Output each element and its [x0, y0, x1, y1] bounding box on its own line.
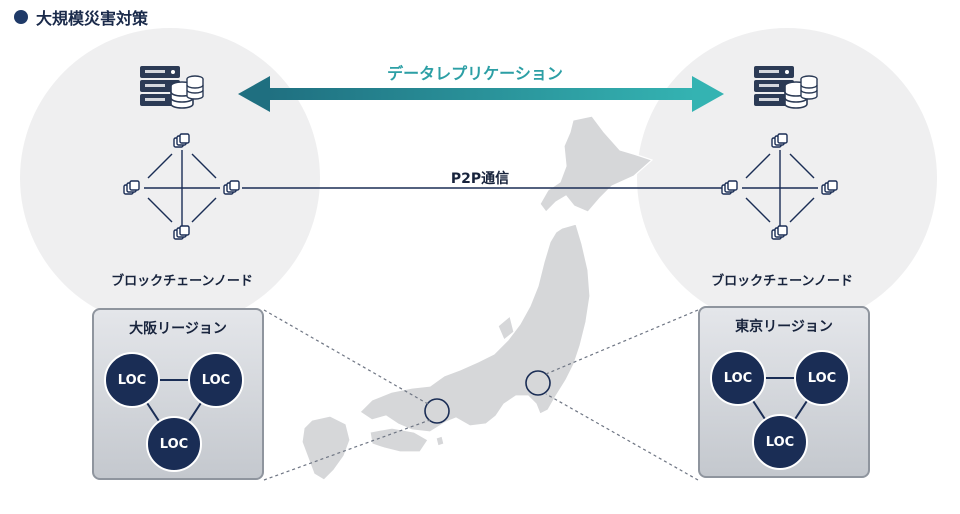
osaka-marker: [424, 398, 450, 424]
blockchain-network-icon: [124, 134, 239, 239]
loc-node: LOC: [710, 350, 766, 406]
server-database-icon: [753, 65, 818, 109]
region-connectors: [263, 309, 699, 481]
replication-label: データレプリケーション: [387, 64, 563, 83]
server-database-icon: [139, 65, 204, 109]
page-title-text: 大規模災害対策: [36, 9, 149, 28]
page-title: 大規模災害対策: [14, 6, 148, 28]
tokyo-marker: [525, 370, 551, 396]
region-title-osaka: 大阪リージョン: [129, 321, 227, 337]
region-box-tokyo: 東京リージョン LOC LOC LOC: [698, 306, 870, 478]
blockchain-network-icon: [722, 134, 837, 239]
region-title-tokyo: 東京リージョン: [735, 319, 833, 335]
region-box-osaka: 大阪リージョン LOC LOC LOC: [92, 308, 264, 480]
node-label-right: ブロックチェーンノード: [711, 274, 853, 289]
loc-node: LOC: [146, 416, 202, 472]
loc-node: LOC: [794, 350, 850, 406]
replication-arrow: [238, 76, 724, 112]
loc-node: LOC: [188, 352, 244, 408]
loc-node: LOC: [104, 352, 160, 408]
p2p-label: P2P通信: [450, 171, 510, 187]
bullet-dot-icon: [14, 10, 28, 24]
node-label-left: ブロックチェーンノード: [111, 274, 253, 289]
loc-node: LOC: [752, 414, 808, 470]
